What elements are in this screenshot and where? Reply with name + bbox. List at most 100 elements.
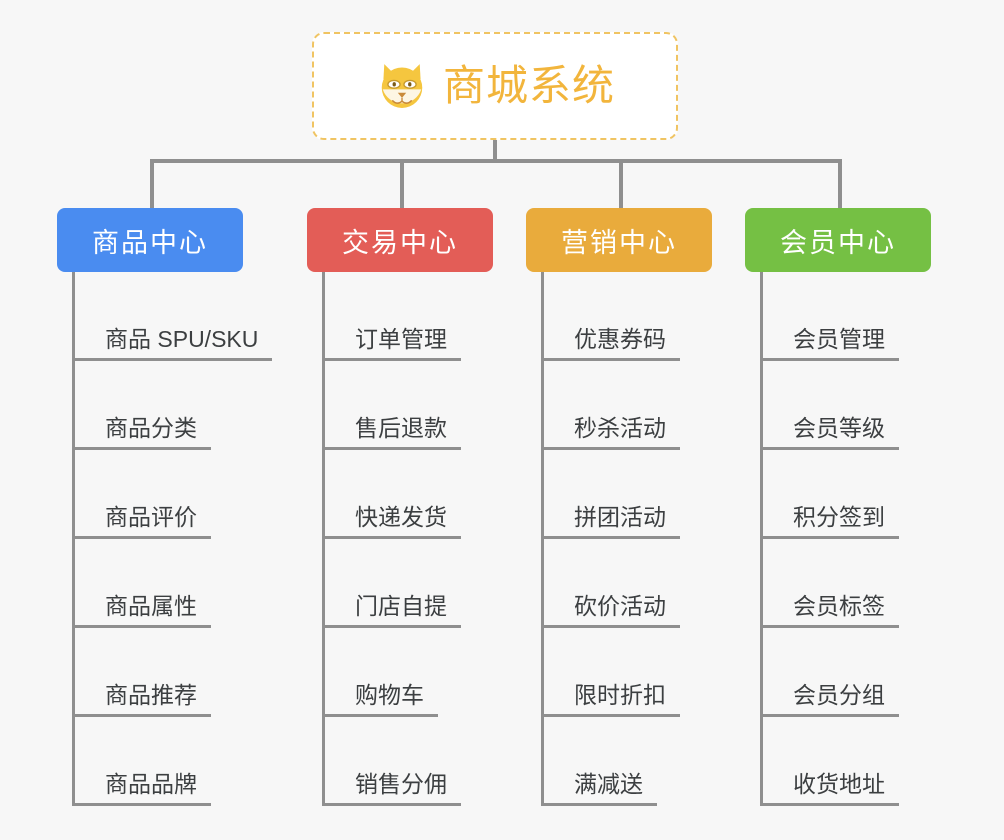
category-box-trade-center[interactable]: 交易中心 [307, 208, 493, 272]
leaf-item[interactable]: 商品品牌 [72, 717, 243, 806]
leaf-item[interactable]: 会员分组 [760, 628, 931, 717]
leaf-item[interactable]: 秒杀活动 [541, 361, 712, 450]
leaf-underline [322, 358, 461, 361]
leaf-item[interactable]: 商品属性 [72, 539, 243, 628]
leaf-item[interactable]: 订单管理 [322, 272, 493, 361]
leaf-list-product-center: 商品 SPU/SKU 商品分类商品评价商品属性商品推荐商品品牌 [72, 272, 272, 806]
leaf-underline [541, 625, 680, 628]
leaf-label: 商品分类 [105, 415, 197, 441]
leaf-label: 快递发货 [355, 504, 447, 530]
category-box-member-center[interactable]: 会员中心 [745, 208, 931, 272]
leaf-item[interactable]: 优惠券码 [541, 272, 712, 361]
leaf-label: 商品推荐 [105, 682, 197, 708]
leaf-label: 门店自提 [355, 593, 447, 619]
leaf-list-member-center: 会员管理会员等级积分签到会员标签会员分组收货地址 [760, 272, 931, 806]
leaf-underline [541, 714, 680, 717]
leaf-list-marketing-center: 优惠券码秒杀活动拼团活动砍价活动限时折扣满减送 [541, 272, 712, 806]
root-node[interactable]: 商城系统 [312, 32, 678, 140]
leaf-underline [322, 536, 461, 539]
leaf-label: 会员管理 [793, 326, 885, 352]
leaf-underline [760, 625, 899, 628]
leaf-underline [760, 714, 899, 717]
connector-bus [150, 159, 842, 163]
leaf-item[interactable]: 收货地址 [760, 717, 931, 806]
leaf-underline [72, 536, 211, 539]
leaf-underline [72, 447, 211, 450]
leaf-underline [760, 536, 899, 539]
leaf-label: 商品评价 [105, 504, 197, 530]
column-marketing-center: 营销中心优惠券码秒杀活动拼团活动砍价活动限时折扣满减送 [526, 208, 712, 806]
leaf-label: 购物车 [355, 682, 424, 708]
column-trade-center: 交易中心订单管理售后退款快递发货门店自提购物车销售分佣 [307, 208, 493, 806]
category-label: 商品中心 [92, 227, 208, 258]
category-label: 会员中心 [780, 227, 896, 258]
leaf-underline [760, 447, 899, 450]
leaf-spine [541, 272, 544, 806]
leaf-underline [541, 447, 680, 450]
connector-drop-4 [838, 159, 842, 209]
leaf-item[interactable]: 会员标签 [760, 539, 931, 628]
leaf-label: 拼团活动 [574, 504, 666, 530]
leaf-item[interactable]: 砍价活动 [541, 539, 712, 628]
leaf-item[interactable]: 销售分佣 [322, 717, 493, 806]
leaf-item[interactable]: 商品分类 [72, 361, 243, 450]
leaf-item[interactable]: 商品 SPU/SKU [72, 272, 272, 361]
leaf-item[interactable]: 门店自提 [322, 539, 493, 628]
leaf-label: 积分签到 [793, 504, 885, 530]
leaf-underline [72, 803, 211, 806]
leaf-label: 秒杀活动 [574, 415, 666, 441]
leaf-underline [322, 447, 461, 450]
leaf-item[interactable]: 会员管理 [760, 272, 931, 361]
leaf-item[interactable]: 商品推荐 [72, 628, 243, 717]
leaf-item[interactable]: 会员等级 [760, 361, 931, 450]
category-label: 营销中心 [561, 227, 677, 258]
connector-drop-1 [150, 159, 154, 209]
column-product-center: 商品中心商品 SPU/SKU 商品分类商品评价商品属性商品推荐商品品牌 [57, 208, 272, 806]
leaf-label: 满减送 [574, 771, 643, 797]
leaf-label: 订单管理 [355, 326, 447, 352]
leaf-item[interactable]: 满减送 [541, 717, 712, 806]
leaf-spine [760, 272, 763, 806]
leaf-label: 商品 SPU/SKU [105, 326, 259, 352]
leaf-item[interactable]: 限时折扣 [541, 628, 712, 717]
category-box-product-center[interactable]: 商品中心 [57, 208, 243, 272]
leaf-item[interactable]: 商品评价 [72, 450, 243, 539]
leaf-underline [322, 714, 438, 717]
leaf-item[interactable]: 售后退款 [322, 361, 493, 450]
connector-drop-2 [400, 159, 404, 209]
leaf-label: 销售分佣 [355, 771, 447, 797]
leaf-item[interactable]: 拼团活动 [541, 450, 712, 539]
leaf-label: 售后退款 [355, 415, 447, 441]
shiba-dog-face-icon [381, 64, 423, 108]
leaf-underline [760, 803, 899, 806]
connector-drop-3 [619, 159, 623, 209]
category-label: 交易中心 [342, 227, 458, 258]
leaf-label: 会员分组 [793, 682, 885, 708]
leaf-label: 会员等级 [793, 415, 885, 441]
category-box-marketing-center[interactable]: 营销中心 [526, 208, 712, 272]
leaf-label: 收货地址 [793, 771, 885, 797]
leaf-underline [72, 714, 211, 717]
leaf-underline [322, 803, 461, 806]
leaf-underline [541, 803, 657, 806]
leaf-item[interactable]: 购物车 [322, 628, 493, 717]
leaf-underline [760, 358, 899, 361]
leaf-spine [322, 272, 325, 806]
leaf-item[interactable]: 快递发货 [322, 450, 493, 539]
connector-root-stem [493, 140, 497, 162]
leaf-item[interactable]: 积分签到 [760, 450, 931, 539]
leaf-underline [541, 358, 680, 361]
leaf-underline [322, 625, 461, 628]
leaf-label: 商品品牌 [105, 771, 197, 797]
leaf-underline [541, 536, 680, 539]
leaf-spine [72, 272, 75, 806]
leaf-list-trade-center: 订单管理售后退款快递发货门店自提购物车销售分佣 [322, 272, 493, 806]
leaf-label: 会员标签 [793, 593, 885, 619]
root-title: 商城系统 [442, 62, 615, 109]
leaf-underline [72, 625, 211, 628]
leaf-label: 限时折扣 [574, 682, 666, 708]
leaf-label: 优惠券码 [574, 326, 666, 352]
leaf-label: 砍价活动 [574, 593, 666, 619]
leaf-underline [72, 358, 272, 361]
